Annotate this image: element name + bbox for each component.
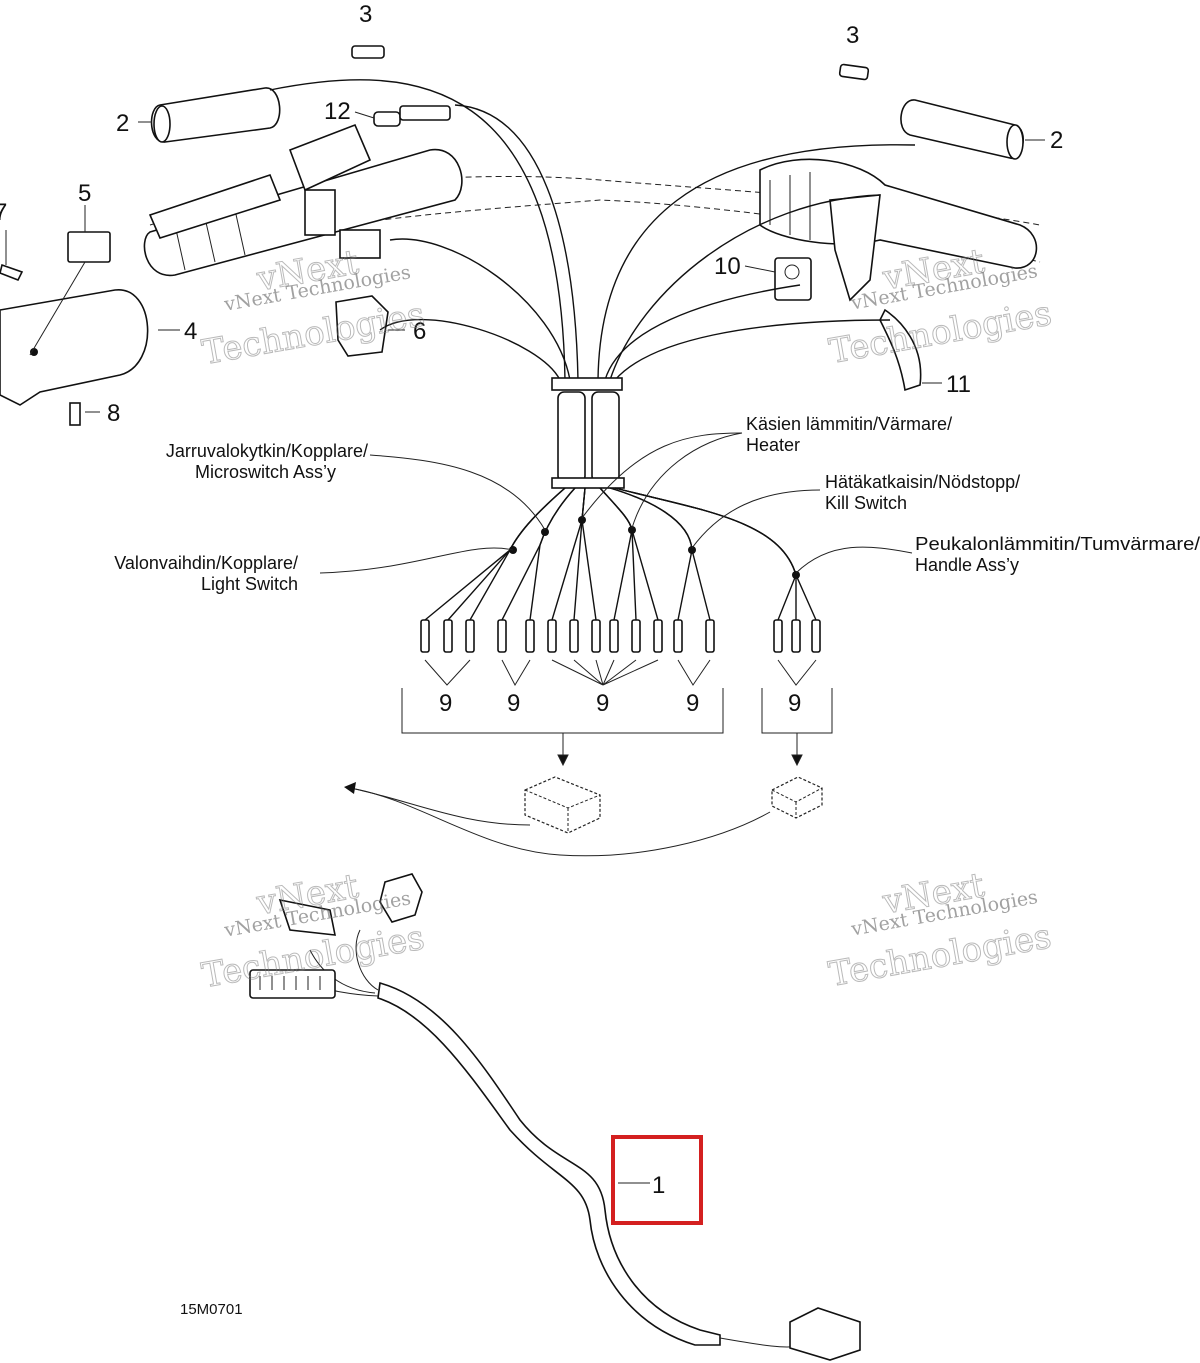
connector-housing-small	[771, 776, 823, 819]
callout-8: 8	[107, 400, 120, 427]
grip-left	[150, 87, 281, 143]
callout-9-leaders	[401, 659, 833, 767]
switch-part-6	[335, 295, 389, 357]
right-grip-assembly	[759, 158, 1038, 392]
watermark-bottom-right: vNext Technologies vNext Technologies	[825, 865, 1055, 996]
callout-4: 4	[184, 318, 197, 345]
pin-right	[838, 63, 870, 81]
callout-2-right: 2	[1050, 127, 1063, 154]
watermark-bottom-left: vNext Technologies vNext Technologies	[198, 866, 428, 997]
label-brake-switch-line1: Jarruvalokytkin/Kopplare/	[166, 441, 368, 461]
label-brake-switch-line2: Microswitch Ass’y	[195, 462, 336, 482]
label-kill-switch-line2: Kill Switch	[825, 493, 907, 513]
callout-3-left: 3	[359, 1, 372, 28]
main-harness	[249, 873, 861, 1361]
callout-1: 1	[652, 1172, 665, 1199]
label-thumb-heater-line1: Peukalonlämmitin/Tumvärmare/	[915, 534, 1200, 554]
terminals	[420, 619, 821, 653]
callout-9-e: 9	[788, 690, 801, 717]
cable-bundle	[269, 79, 916, 489]
callout-9-b: 9	[507, 690, 520, 717]
callout-6: 6	[413, 318, 426, 345]
set-screw	[69, 402, 81, 426]
callout-3-right: 3	[846, 22, 859, 49]
switch-part-10	[774, 257, 812, 301]
highlight-box	[611, 1135, 703, 1225]
label-heater-line2: Heater	[746, 435, 800, 455]
label-heater-line1: Käsien lämmitin/Värmare/	[746, 414, 952, 434]
left-grip-assembly	[143, 123, 463, 277]
label-kill-switch-line1: Hätäkatkaisin/Nödstopp/	[825, 472, 1020, 492]
connection-arrow	[344, 782, 771, 857]
callout-12: 12	[324, 98, 351, 125]
callout-9-d: 9	[686, 690, 699, 717]
label-thumb-heater-line2: Handle Ass’y	[915, 555, 1019, 575]
callout-10: 10	[714, 253, 741, 280]
callout-5: 5	[78, 180, 91, 207]
callout-leaders	[5, 111, 1045, 1184]
callout-9-a: 9	[439, 690, 452, 717]
callout-2-left: 2	[116, 110, 129, 137]
grip-right	[900, 99, 1024, 160]
diagram-code: 15M0701	[180, 1301, 243, 1318]
screw-part-7	[0, 263, 24, 282]
sensor-part-12	[373, 105, 451, 127]
pin-left	[351, 45, 385, 59]
callout-7: 7	[0, 199, 7, 226]
throttle-housing	[0, 289, 149, 406]
connector-branches	[424, 487, 817, 621]
callout-9-c: 9	[596, 690, 609, 717]
label-light-switch-line1: Valonvaihdin/Kopplare/	[114, 553, 298, 573]
callout-11: 11	[946, 371, 971, 398]
connector-housing-large	[524, 776, 601, 834]
label-plate	[67, 231, 111, 263]
label-light-switch-line2: Light Switch	[201, 574, 298, 594]
